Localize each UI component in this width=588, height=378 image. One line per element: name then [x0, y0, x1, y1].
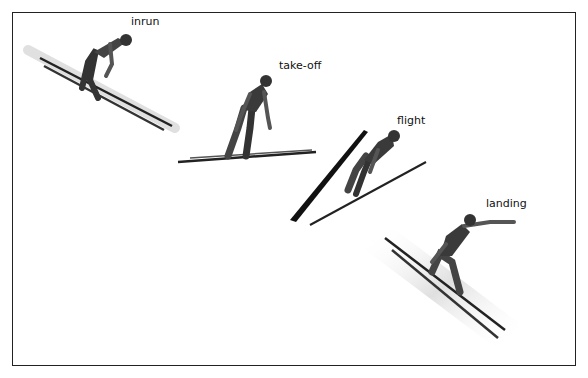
stage-label: inrun	[131, 15, 160, 28]
frame	[13, 13, 576, 366]
stage-label: flight	[397, 114, 425, 127]
stage-label: take-off	[279, 59, 321, 72]
flight-skier	[290, 130, 426, 225]
take-off-skier	[178, 75, 316, 162]
stage-label: landing	[486, 197, 527, 210]
inrun-skier	[28, 34, 175, 130]
landing-skier	[370, 214, 516, 342]
